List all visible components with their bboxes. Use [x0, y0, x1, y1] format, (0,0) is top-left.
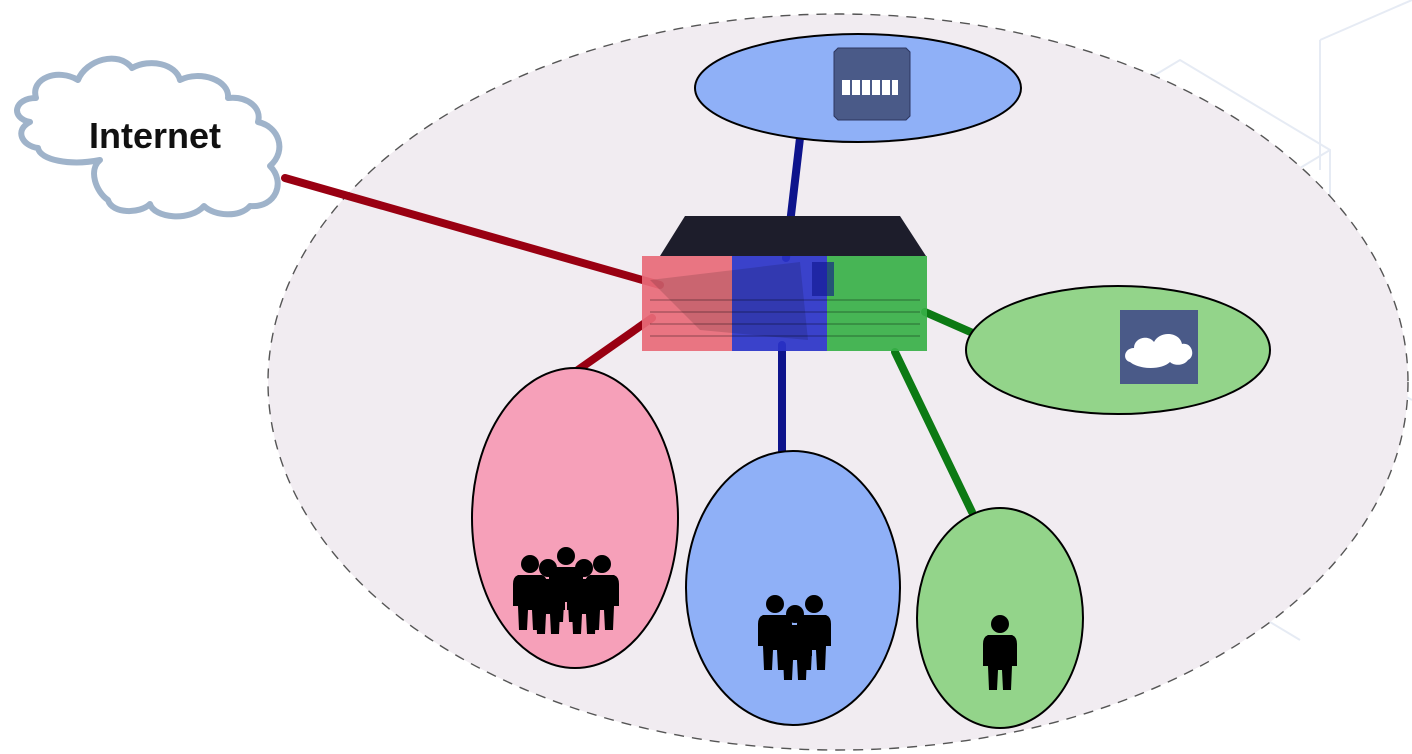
- red-users-zone: [471, 367, 679, 669]
- server-bezel: [650, 262, 808, 340]
- web-server-icon: [833, 47, 911, 121]
- dmz-web-zone: [694, 33, 1022, 143]
- connections: [281, 134, 979, 516]
- blue-users-zone: [685, 450, 901, 726]
- firewall-node: [642, 216, 927, 351]
- dmz-wireless-zone: [965, 285, 1271, 415]
- server-top: [660, 216, 926, 256]
- link-firewall-red-users: [571, 314, 656, 376]
- internet-node: Internet: [14, 55, 283, 220]
- cloud-service-icon: [1120, 310, 1198, 384]
- server-segment-red: [642, 256, 732, 351]
- bg-cube: [1319, 0, 1412, 170]
- server-vents: [650, 299, 920, 337]
- zone-ellipse: [965, 285, 1271, 415]
- link-internet-firewall: [281, 174, 664, 289]
- server-badge: [812, 262, 834, 296]
- zone-ellipse: [685, 450, 901, 726]
- server-segment-green: [827, 256, 927, 351]
- cloud-icon: [14, 55, 283, 220]
- green-user-zone: [916, 507, 1084, 729]
- link-firewall-green-user: [891, 348, 976, 516]
- internet-label: Internet: [89, 115, 221, 156]
- server-segment-blue: [732, 256, 827, 351]
- link-firewall-wireless: [921, 308, 979, 338]
